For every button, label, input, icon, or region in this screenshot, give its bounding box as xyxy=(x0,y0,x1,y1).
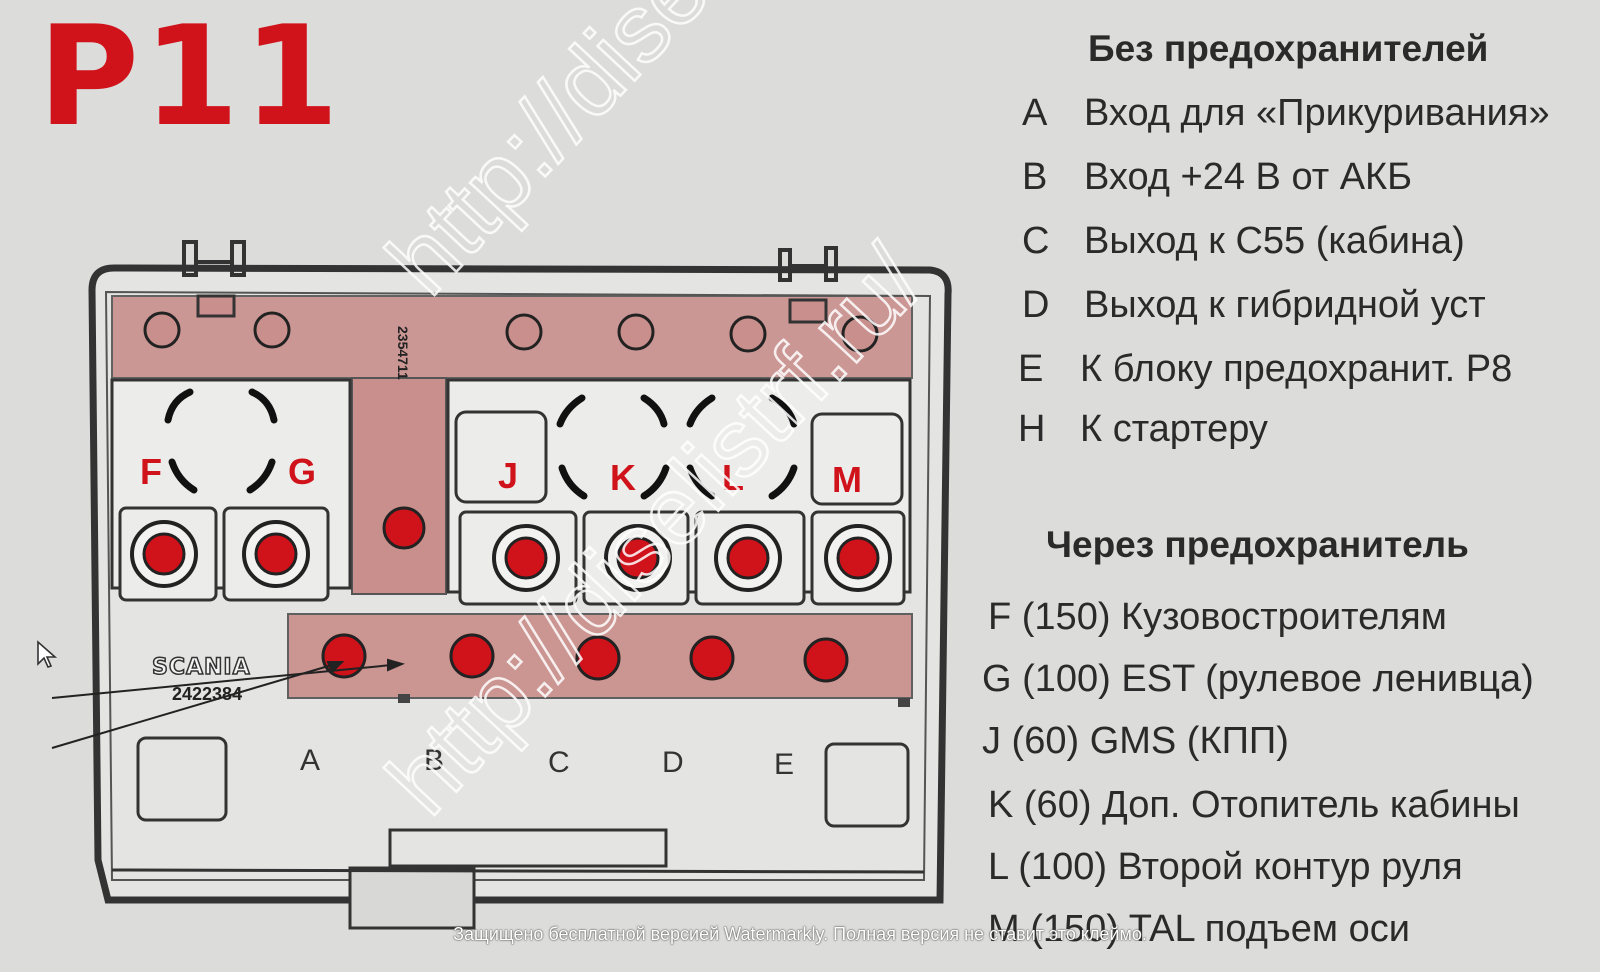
fuse-box-diagram: 2354711 xyxy=(51,240,952,930)
fuse-blade-marks xyxy=(164,388,798,500)
legend-code: E xyxy=(1018,348,1044,390)
bottom-studs xyxy=(321,633,849,683)
legend-fused-item: F (150) Кузовостроителям xyxy=(988,596,1447,638)
legend-text: Выход к гибридной уст xyxy=(1084,284,1486,326)
lower-housing xyxy=(111,736,925,930)
legend-text: Вход для «Прикуривания» xyxy=(1084,92,1550,134)
top-bolt-holes xyxy=(143,311,879,353)
fuse-label-k: K xyxy=(610,457,636,498)
fuse-label-f: F xyxy=(140,451,162,492)
bar-part-number: 2354711 xyxy=(395,326,411,380)
legend-code: A xyxy=(1022,92,1048,134)
terminal-label-c: C xyxy=(548,746,570,779)
bar-pins xyxy=(398,694,910,707)
clip-tab-right xyxy=(788,298,828,324)
legend-heading-fused: Через предохранитель xyxy=(1046,524,1469,565)
legend-item-d: D Выход к гибридной уст xyxy=(1022,286,1486,324)
legend-code: B xyxy=(1022,156,1048,198)
legend-code: C xyxy=(1022,220,1050,262)
fuse-label-m: M xyxy=(832,459,862,500)
terminal-studs xyxy=(142,506,880,580)
legend-fused-item: K (60) Доп. Отопитель кабины xyxy=(988,784,1520,826)
fuse-label-l: L xyxy=(722,457,744,498)
legend-item-c: C Выход к С55 (кабина) xyxy=(1022,222,1465,260)
center-bus-bar xyxy=(351,377,447,595)
page-title: P11 xyxy=(38,0,344,157)
legend-text: К блоку предохранит. Р8 xyxy=(1080,348,1513,390)
fuse-label-g: G xyxy=(288,451,316,492)
terminal-label-b: B xyxy=(424,744,444,777)
legend-item-h: H К стартеру xyxy=(1018,410,1268,448)
housing-inner xyxy=(104,290,932,881)
legend-fused-item: M (150) TAL подъем оси xyxy=(988,908,1410,950)
terminal-labels: A B C D E xyxy=(300,744,794,781)
fuse-label-j: J xyxy=(498,455,518,496)
legend-item-b: B Вход +24 В от АКБ xyxy=(1022,158,1412,196)
terminal-rings xyxy=(130,520,892,592)
terminal-label-d: D xyxy=(662,746,684,779)
legend-item-e: E К блоку предохранит. Р8 xyxy=(1018,350,1512,388)
legend-text: Выход к С55 (кабина) xyxy=(1084,220,1465,262)
legend-text: Вход +24 В от АКБ xyxy=(1084,156,1413,198)
legend-item-a: A Вход для «Прикуривания» xyxy=(1022,94,1550,132)
watermark-caption: Защищено бесплатной версией Watermarkly.… xyxy=(453,924,1147,944)
legend-code: D xyxy=(1022,284,1050,326)
pointer-arrows xyxy=(51,658,405,749)
legend-fused-item: G (100) EST (рулевое ленивца) xyxy=(982,658,1534,700)
legend-fused-item: L (100) Второй контур руля xyxy=(988,846,1463,888)
top-clips xyxy=(182,240,838,282)
legend-text: К стартеру xyxy=(1080,408,1268,450)
legend-heading-direct: Без предохранителей xyxy=(1088,28,1489,69)
brand-logo: SCANIA xyxy=(152,655,251,680)
legend-code: H xyxy=(1018,408,1046,450)
legend-fused-item: J (60) GMS (КПП) xyxy=(982,720,1289,762)
mouse-pointer-icon xyxy=(37,640,58,668)
terminal-label-a: A xyxy=(300,744,320,777)
clip-tab-left xyxy=(196,294,236,318)
terminal-label-e: E xyxy=(774,748,794,781)
fuse-labels: F G J K L M xyxy=(140,451,862,500)
housing-part-number: 2422384 xyxy=(172,684,242,704)
